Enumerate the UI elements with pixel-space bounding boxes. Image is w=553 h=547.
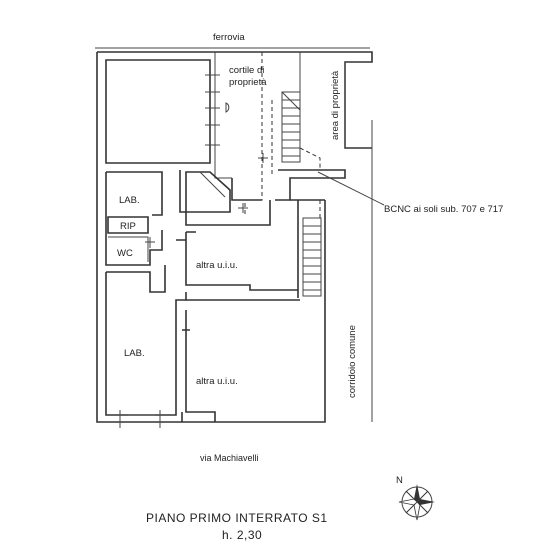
cortile-label-line1: cortile di	[229, 65, 264, 76]
rip-label: RIP	[120, 221, 136, 232]
middle-walls	[179, 169, 346, 226]
area-proprieta-label: area di proprietà	[330, 70, 341, 140]
lab-top-walls	[105, 171, 163, 266]
laboratorio-room	[105, 59, 211, 164]
lab-bottom-label: LAB.	[124, 348, 145, 359]
compass-rose-icon	[398, 484, 435, 521]
cortile-cross-marks	[238, 153, 268, 213]
altra-uiu-1-label: altra u.i.u.	[196, 260, 238, 271]
wc-walls	[108, 236, 155, 262]
right-boundary	[344, 62, 373, 148]
floor-height: h. 2,30	[222, 528, 262, 542]
door-arc-icon	[225, 102, 230, 113]
skew-room-inner	[199, 171, 226, 198]
outer-wall-bottom-right	[181, 300, 326, 423]
cortile-label-line2: proprietà	[229, 77, 267, 88]
skew-room	[185, 171, 231, 213]
lab-bottom-walls	[105, 265, 187, 416]
wc-label: WC	[117, 248, 133, 259]
altra-uiu-1-walls	[176, 231, 298, 291]
lower-stair	[302, 217, 322, 297]
corridoio-label: corridoio comune	[347, 325, 358, 398]
lab-top-label: LAB.	[119, 195, 140, 206]
railway-label: ferrovia	[213, 32, 245, 43]
window-ticks	[205, 74, 220, 146]
floor-title: PIANO PRIMO INTERRATO S1	[146, 511, 328, 525]
bcnc-leader-line	[317, 171, 385, 206]
rip-box	[107, 216, 149, 234]
stair-enclosure	[290, 199, 326, 300]
compass-north-label: N	[396, 475, 403, 486]
outer-wall	[96, 51, 373, 423]
upper-stair	[281, 91, 301, 163]
bcnc-label: BCNC ai soli sub. 707 e 717	[384, 204, 503, 215]
street-label: via Machiavelli	[200, 453, 259, 463]
lab-bottom-openings	[119, 410, 161, 428]
altra-uiu-2-label: altra u.i.u.	[196, 376, 238, 387]
altra-uiu-2-walls	[182, 299, 300, 422]
